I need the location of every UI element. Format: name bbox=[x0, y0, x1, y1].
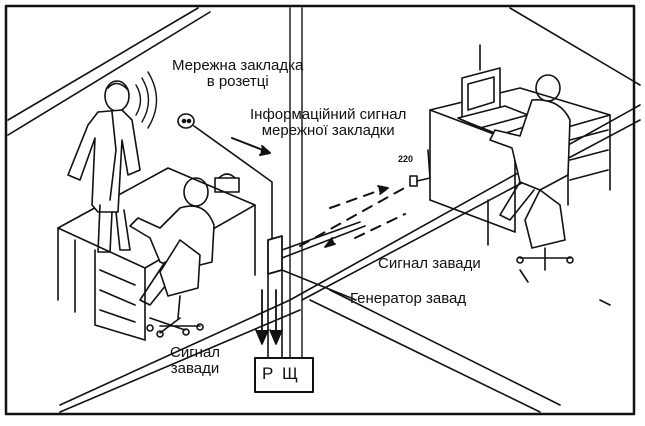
dashed-signal-lines bbox=[299, 185, 409, 247]
noise-signal-label-left-line2: завади bbox=[170, 359, 220, 377]
network-bug-label: Мережна закладка в розетці bbox=[172, 58, 303, 90]
network-bug-label-line2: в розетці bbox=[206, 72, 269, 90]
noise-generator-box bbox=[267, 221, 366, 301]
cable-riser bbox=[255, 269, 283, 361]
info-signal-label: Інформаційний сигнал мережної закладки bbox=[250, 107, 406, 139]
network-bug-label-line1: Мережна закладка bbox=[172, 57, 304, 74]
signal-arrowheads bbox=[324, 185, 389, 248]
info-signal-label-line2: мережної закладки bbox=[261, 121, 395, 139]
frame-border bbox=[4, 4, 636, 416]
standing-man bbox=[67, 80, 141, 253]
noise-generator-label: Генератор завад bbox=[350, 290, 467, 307]
noise-signal-label-right: Сигнал завади bbox=[378, 255, 481, 272]
sound-waves bbox=[135, 71, 158, 129]
left-desk bbox=[57, 167, 256, 341]
noise-signal-label-left-line1: Сигнал bbox=[170, 344, 221, 361]
seated-man-right bbox=[489, 74, 574, 271]
socket-bug bbox=[177, 113, 273, 239]
noise-signal-label-left: Сигнал завади bbox=[170, 345, 220, 377]
floor-marks bbox=[519, 269, 611, 306]
distribution-board-label: Р Щ bbox=[262, 364, 300, 383]
seated-man-left bbox=[129, 177, 215, 338]
info-signal-label-line1: Інформаційний сигнал bbox=[250, 106, 407, 123]
distribution-board bbox=[254, 357, 314, 393]
info-signal-arrow-left bbox=[231, 137, 271, 156]
voltage-label: 220 bbox=[398, 154, 414, 164]
left-telephone bbox=[214, 177, 240, 193]
